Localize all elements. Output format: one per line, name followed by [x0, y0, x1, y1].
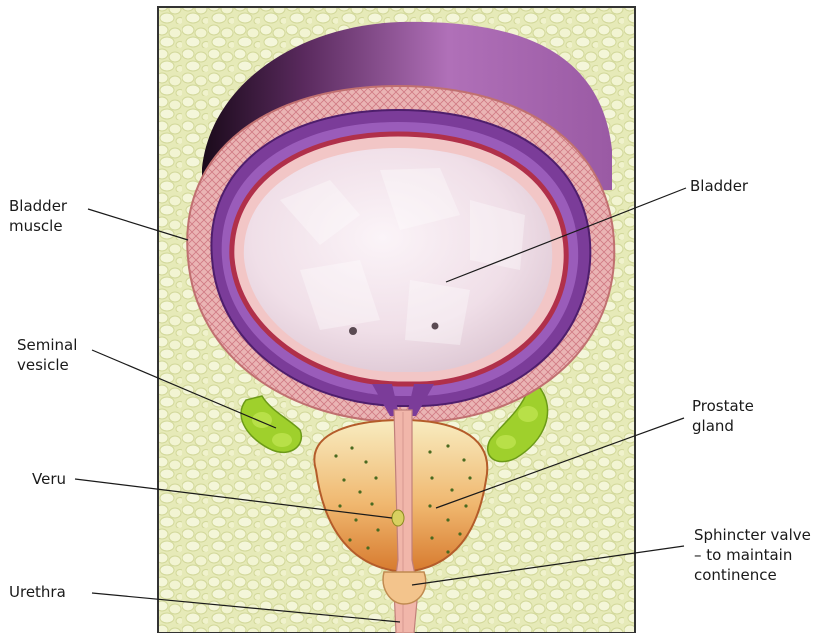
label-prostate-gland: Prostate gland: [692, 396, 754, 436]
label-urethra: Urethra: [9, 582, 66, 602]
label-veru: Veru: [32, 469, 66, 489]
ureter-opening-left: [349, 327, 357, 335]
label-seminal-vesicle: Seminal vesicle: [17, 335, 77, 375]
label-bladder: Bladder: [690, 176, 748, 196]
veru: [392, 510, 404, 526]
label-bladder-muscle: Bladder muscle: [9, 196, 67, 236]
label-sphincter-valve: Sphincter valve – to maintain continence: [694, 525, 811, 585]
ureter-opening-right: [432, 323, 439, 330]
